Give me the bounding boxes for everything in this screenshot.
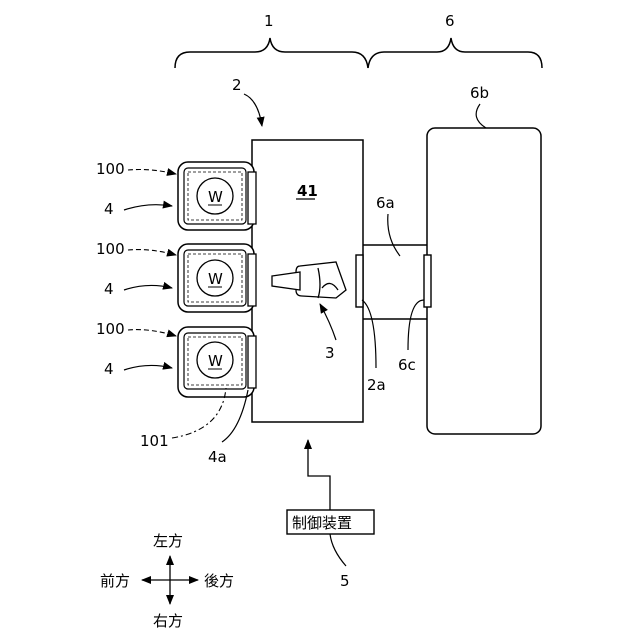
gate-6c (424, 255, 431, 307)
leader-4a (222, 390, 248, 442)
leader-4-top (124, 205, 172, 210)
leader-6b (476, 104, 486, 128)
ref-label-4-bottom: 4 (104, 360, 114, 378)
ref-label-5: 5 (340, 572, 350, 590)
wafer-label-top: W (208, 188, 223, 206)
compass-right: 右方 (153, 612, 183, 630)
door-middle (248, 254, 256, 306)
brace-unit-6 (368, 38, 542, 68)
ref-label-6: 6 (445, 12, 455, 30)
load-port-bottom: W (178, 327, 256, 397)
processing-unit-6b (427, 128, 541, 434)
load-port-middle: W (178, 244, 256, 312)
leader-100-top (128, 170, 176, 175)
leader-6a (388, 214, 400, 256)
direction-compass (142, 556, 198, 604)
leader-100-bottom (128, 330, 176, 336)
compass-front: 前方 (100, 572, 130, 590)
wafer-label-bottom: W (208, 352, 223, 370)
controller-label: 制御装置 (292, 514, 352, 532)
leader-100-middle (128, 250, 176, 255)
ref-label-6b: 6b (470, 84, 489, 102)
compass-back: 後方 (204, 572, 234, 590)
ref-label-2: 2 (232, 76, 242, 94)
leader-2 (244, 94, 262, 126)
gate-2a (356, 255, 363, 307)
ref-label-6a: 6a (376, 194, 395, 212)
ref-label-100-top: 100 (96, 160, 125, 178)
wafer-label-middle: W (208, 270, 223, 288)
leader-5 (330, 534, 346, 566)
ref-label-100-bottom: 100 (96, 320, 125, 338)
control-signal-line (308, 440, 330, 510)
leader-4-middle (124, 285, 172, 290)
load-port-top: W (178, 162, 256, 230)
door-bottom (248, 336, 256, 388)
ref-label-100-middle: 100 (96, 240, 125, 258)
leader-4-bottom (124, 365, 172, 370)
leader-6c (408, 300, 424, 350)
ref-label-4-top: 4 (104, 200, 114, 218)
ref-label-4a: 4a (208, 448, 227, 466)
ref-label-6c: 6c (398, 356, 416, 374)
brace-system-1 (175, 38, 368, 68)
ref-label-2a: 2a (367, 376, 386, 394)
compass-left: 左方 (153, 532, 183, 550)
door-top (248, 172, 256, 224)
ref-label-1: 1 (264, 12, 274, 30)
leader-2a (362, 300, 376, 368)
ref-label-4-middle: 4 (104, 280, 114, 298)
ref-label-101: 101 (140, 432, 169, 450)
ref-label-41: 41 (297, 182, 318, 200)
ref-label-3: 3 (325, 344, 335, 362)
